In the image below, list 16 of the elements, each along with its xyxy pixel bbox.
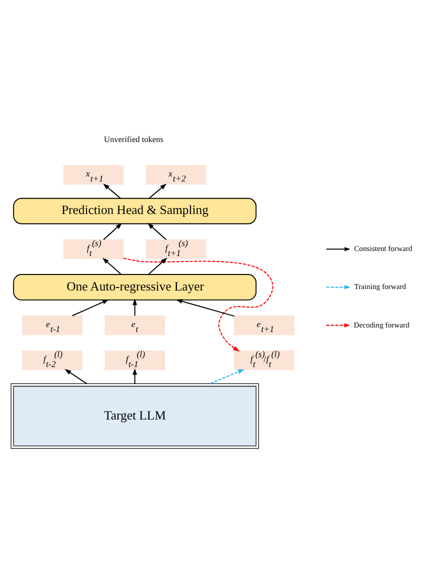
arrow bbox=[147, 222, 166, 240]
arrow bbox=[103, 183, 121, 198]
arrow bbox=[72, 298, 109, 316]
arrow bbox=[123, 257, 274, 351]
arrow bbox=[176, 298, 235, 316]
arrow bbox=[132, 368, 138, 384]
arrow bbox=[102, 257, 122, 274]
arrow bbox=[210, 368, 244, 384]
arrow bbox=[132, 298, 138, 316]
arrow bbox=[148, 257, 168, 274]
node-box: Target LLM bbox=[10, 382, 259, 448]
arrow bbox=[148, 183, 167, 198]
node-box: Prediction Head & Sampling bbox=[13, 197, 257, 224]
arrow bbox=[64, 368, 88, 384]
node-box: One Auto-regressive Layer bbox=[13, 274, 257, 300]
arrow bbox=[103, 222, 122, 240]
